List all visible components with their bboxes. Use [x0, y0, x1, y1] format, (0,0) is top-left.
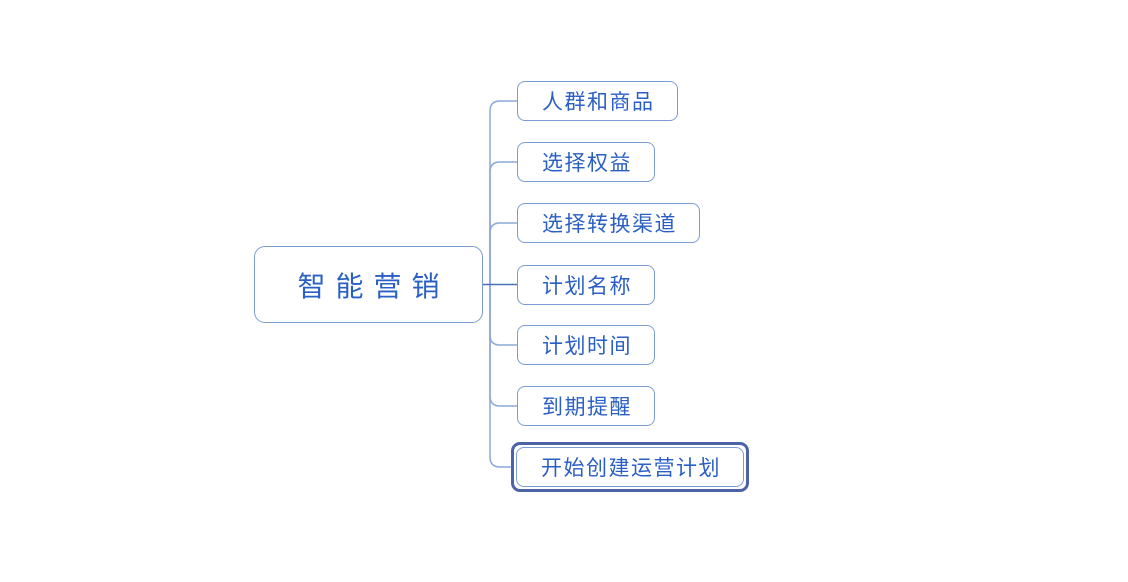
child-node[interactable]: 到期提醒 — [517, 386, 655, 426]
selected-node-outline[interactable]: 开始创建运营计划 — [511, 442, 749, 492]
child-node[interactable]: 计划时间 — [517, 325, 655, 365]
child-node-label: 选择权益 — [542, 151, 632, 175]
child-node[interactable]: 选择权益 — [517, 142, 655, 182]
child-node[interactable]: 人群和商品 — [517, 81, 678, 121]
child-node-label: 计划名称 — [542, 273, 632, 298]
child-node[interactable]: 选择转换渠道 — [517, 203, 700, 243]
root-node[interactable]: 智能营销 — [254, 246, 483, 323]
child-node[interactable]: 开始创建运营计划 — [516, 447, 744, 487]
child-node-label: 选择转换渠道 — [542, 212, 677, 236]
child-node-label: 人群和商品 — [542, 90, 655, 114]
child-node[interactable]: 计划名称 — [517, 264, 655, 305]
root-node-label: 智能营销 — [297, 271, 450, 303]
child-node-label: 到期提醒 — [542, 395, 632, 419]
child-node-label: 计划时间 — [542, 334, 632, 358]
child-node-label: 开始创建运营计划 — [541, 456, 721, 480]
